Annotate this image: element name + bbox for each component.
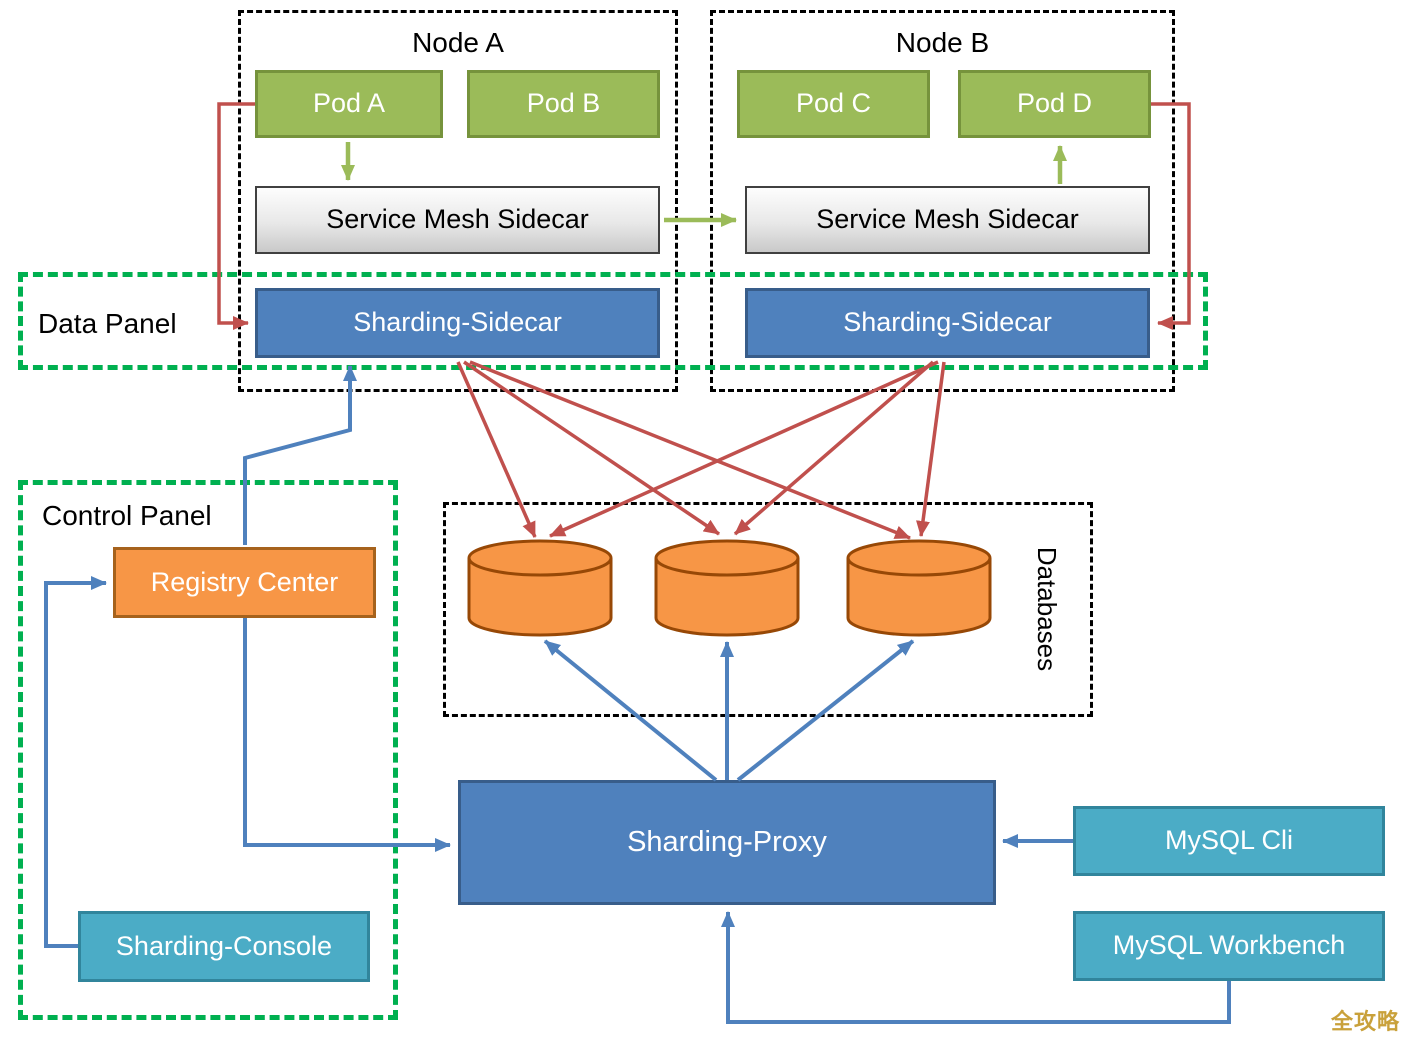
mysql-workbench-box: MySQL Workbench (1073, 911, 1385, 981)
databases-container (443, 502, 1093, 717)
sharding-console-box: Sharding-Console (78, 911, 370, 982)
node-b-title: Node B (895, 27, 990, 58)
service-mesh-sidecar-a-box: Service Mesh Sidecar (255, 186, 660, 254)
pod-a-box: Pod A (255, 70, 443, 138)
data-panel-label: Data Panel (38, 308, 177, 339)
sharding-sidecar-a-box: Sharding-Sidecar (255, 288, 660, 358)
service-mesh-sidecar-b-box: Service Mesh Sidecar (745, 186, 1150, 254)
mysql-cli-box: MySQL Cli (1073, 806, 1385, 876)
control-panel-label: Control Panel (42, 500, 212, 531)
watermark-text: 全攻略 (1330, 1009, 1400, 1034)
sharding-sidecar-b-box: Sharding-Sidecar (745, 288, 1150, 358)
registry-center-box: Registry Center (113, 547, 376, 618)
node-a-title: Node A (412, 27, 504, 58)
pod-b-box: Pod B (467, 70, 660, 138)
sharding-proxy-box: Sharding-Proxy (458, 780, 996, 905)
pod-c-box: Pod C (737, 70, 930, 138)
pod-d-box: Pod D (958, 70, 1151, 138)
databases-label: Databases (1032, 546, 1062, 672)
